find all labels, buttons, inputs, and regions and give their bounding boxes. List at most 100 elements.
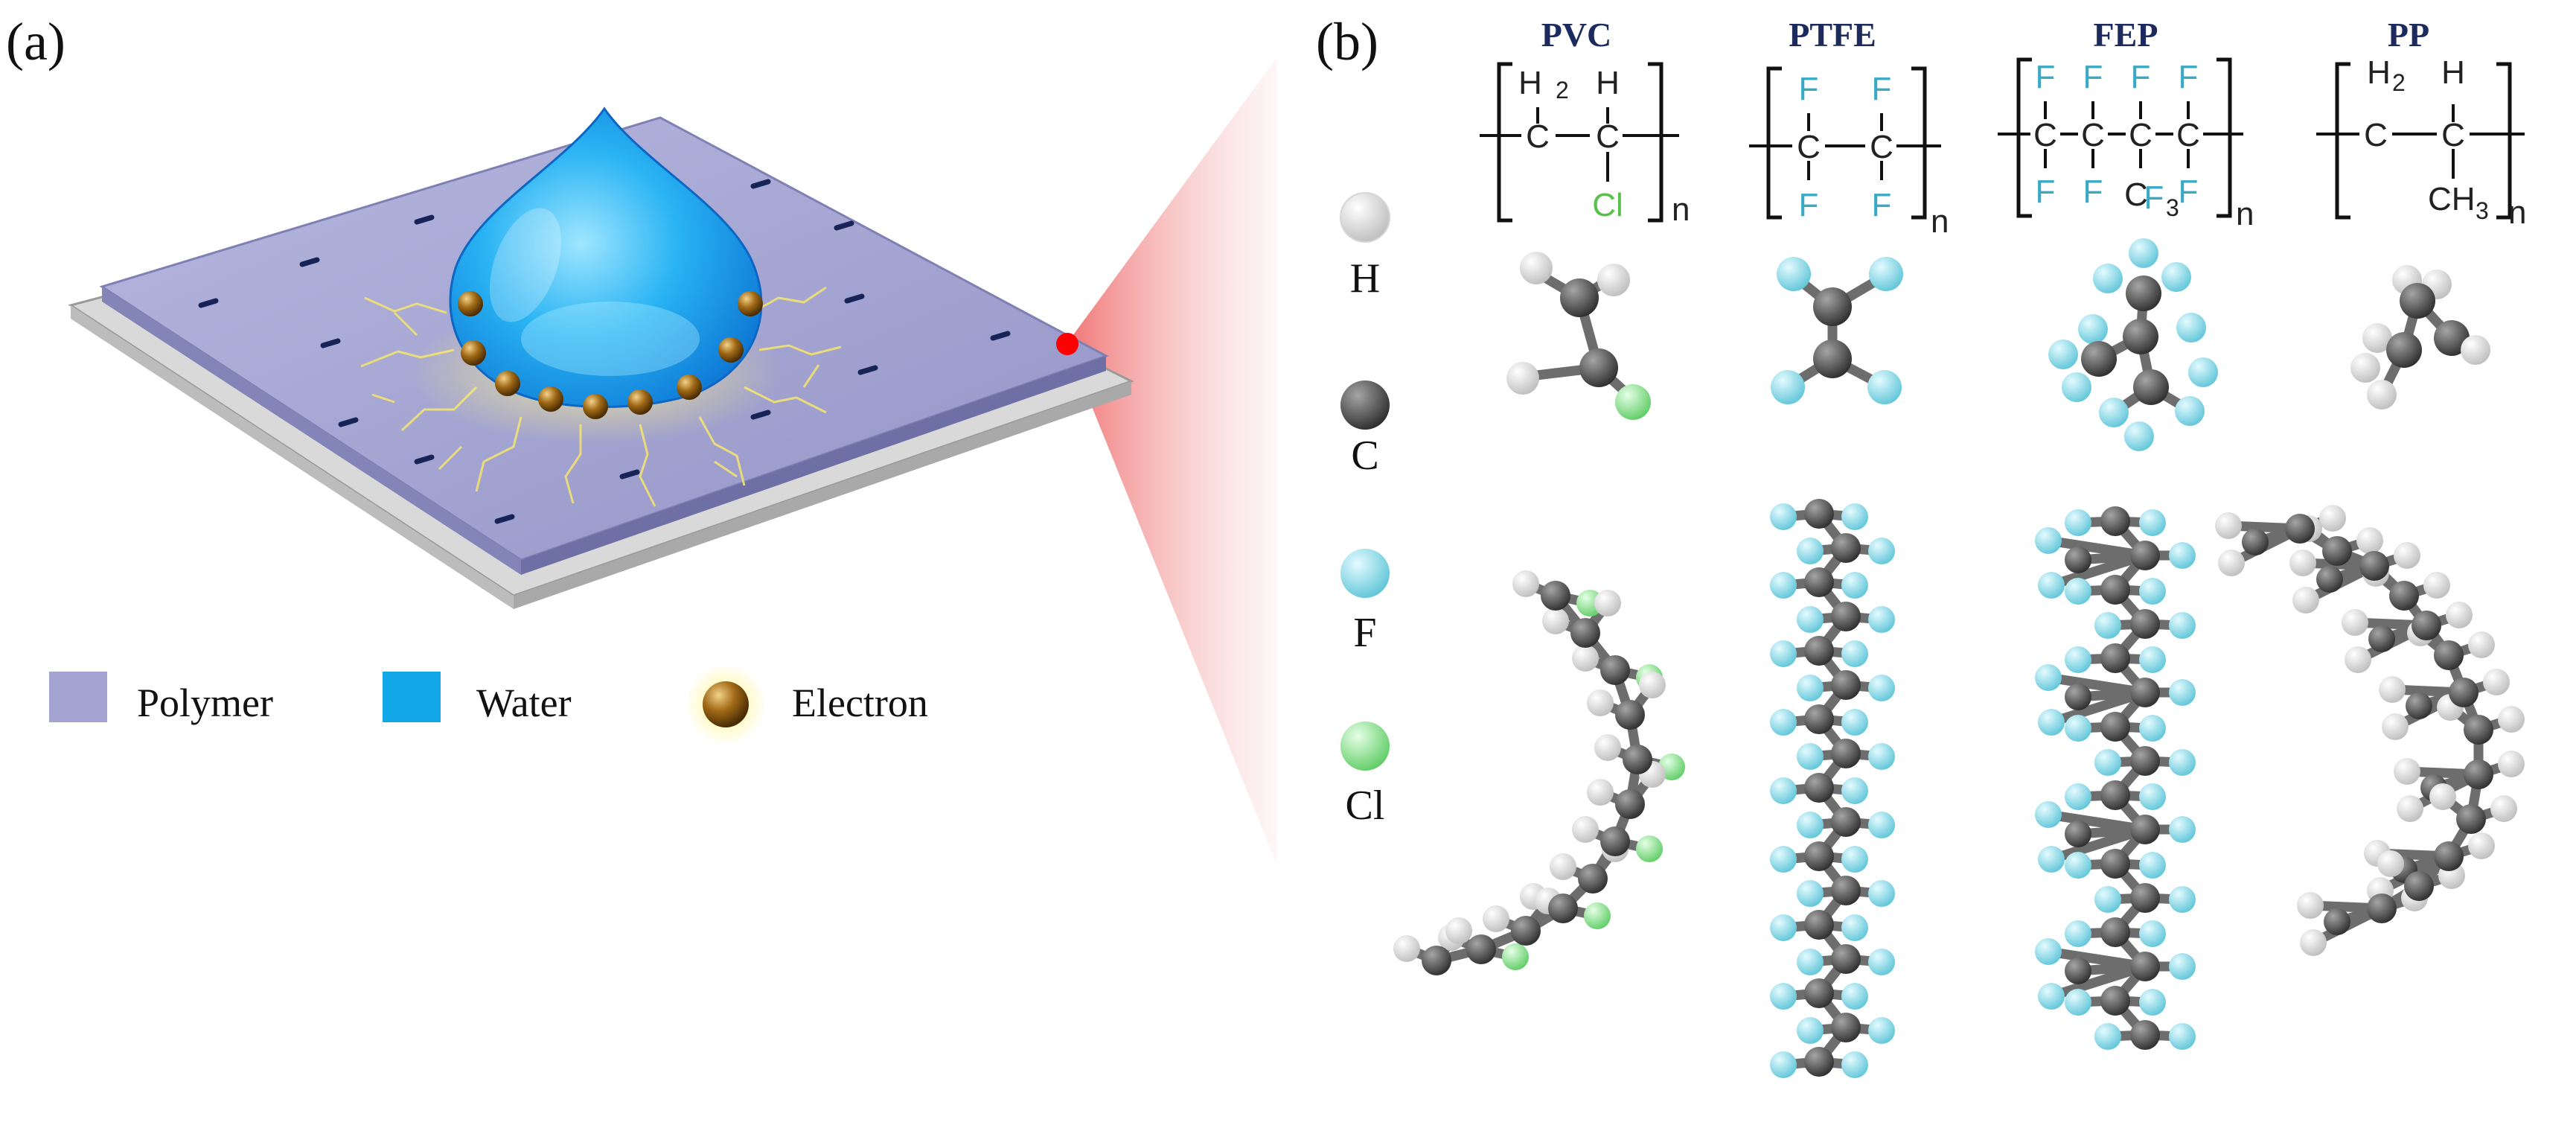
subscript-n: n <box>1931 203 1949 240</box>
chain-carbon <box>1541 581 1570 611</box>
chain-carbon <box>1600 826 1630 856</box>
chain-carbon <box>1600 655 1630 685</box>
chain-atom <box>2169 886 2196 913</box>
atom-h: H <box>1518 65 1542 101</box>
chain-model-ptfe <box>1770 499 1895 1078</box>
atom-c-ball <box>1340 380 1390 430</box>
methyl-group: CH <box>2428 181 2476 217</box>
chain-atom <box>1868 812 1895 838</box>
surface-charges <box>198 179 1011 524</box>
atom-cl-label: Cl <box>1346 783 1385 829</box>
chain-carbon <box>2130 609 2160 639</box>
chain-atom <box>1770 914 1797 941</box>
polymer-name-ptfe: PTFE <box>1789 16 1876 54</box>
chain-atom <box>2345 646 2371 673</box>
chain-atom <box>1572 816 1599 843</box>
atom-cl-ball <box>1340 722 1390 771</box>
atom-f: F <box>2036 59 2056 95</box>
chain-carbon <box>1804 910 1834 940</box>
chain-atom <box>1393 935 1420 962</box>
chain-carbon <box>2130 952 2160 981</box>
chain-atom <box>1797 743 1824 770</box>
chain-atom <box>2038 983 2065 1010</box>
monomer-model-pvc <box>1506 252 1651 420</box>
subscript-n: n <box>1672 191 1690 228</box>
chain-carbon <box>2100 780 2130 810</box>
chain-carbon <box>2100 917 2130 947</box>
chain-carbon <box>2130 678 2160 707</box>
chain-carbon <box>1804 567 1834 597</box>
chain-carbon <box>1548 893 1578 923</box>
legend-polymer-swatch <box>49 672 107 722</box>
chain-atom <box>2242 529 2269 555</box>
chain-atom <box>2406 692 2432 719</box>
atom-c: C <box>2176 117 2200 153</box>
chain-atom <box>2065 509 2091 536</box>
chain-atom <box>2394 542 2420 569</box>
atom-f: F <box>1872 187 1892 223</box>
chain-carbon <box>2404 871 2434 901</box>
chain-model-pvc <box>1393 570 1685 975</box>
chain-atom <box>1587 779 1614 806</box>
chain-atom <box>2065 578 2091 605</box>
atom-f: F <box>2179 59 2199 95</box>
atom-c: C <box>1870 129 1893 165</box>
chain-atom <box>2169 953 2196 980</box>
chain-atom <box>2300 929 2327 956</box>
chain-atom <box>2498 751 2525 777</box>
chain-atom <box>1770 983 1797 1010</box>
legend-electron-label: Electron <box>792 681 928 725</box>
electrons <box>458 291 763 419</box>
chain-atom <box>2139 646 2166 673</box>
subscript-3: 3 <box>2166 194 2179 221</box>
chain-carbon <box>2130 883 2160 913</box>
subscript-n: n <box>2508 194 2526 231</box>
chain-atom <box>2065 684 2091 710</box>
formula-ptfe: C C F F F F n <box>1749 66 1949 240</box>
chain-carbon <box>1831 533 1861 563</box>
chain-carbon <box>2100 986 2130 1016</box>
chain-carbon <box>1831 739 1861 768</box>
formula-fep: C C C C F F F F F F C F 3 F n <box>1998 57 2254 232</box>
panel-a: (a) <box>6 12 1276 864</box>
panel-a-label: (a) <box>6 12 65 71</box>
chain-atom <box>1797 812 1824 838</box>
atom-cl: Cl <box>1592 187 1623 223</box>
chain-atom <box>1770 640 1797 667</box>
chain-carbon <box>2130 746 2160 776</box>
chain-atom <box>2379 676 2406 703</box>
panel-b-label: (b) <box>1316 12 1378 71</box>
chain-atom <box>1797 538 1824 564</box>
chain-carbon <box>1831 1013 1861 1042</box>
chain-carbon <box>2100 643 2130 673</box>
chain-atom <box>2289 550 2316 576</box>
chain-atom <box>1636 835 1663 862</box>
chain-carbon <box>1831 876 1861 905</box>
chain-atom <box>2316 566 2343 593</box>
chain-atom <box>2035 664 2062 691</box>
monomer-model-ptfe <box>1771 257 1903 404</box>
chain-carbon <box>1831 670 1861 700</box>
chain-atom <box>1797 880 1824 907</box>
chain-atom <box>1868 675 1895 701</box>
chain-atom <box>1770 1051 1797 1078</box>
chain-atom <box>2139 920 2166 947</box>
chain-atom <box>1841 709 1868 736</box>
chain-carbon <box>1804 841 1834 871</box>
chain-carbon <box>1466 934 1496 964</box>
chain-atom <box>2446 602 2473 628</box>
chain-atom <box>1868 606 1895 633</box>
chain-atom <box>2468 832 2495 859</box>
chain-atom <box>1868 1017 1895 1044</box>
atom-h-label: H <box>1350 255 1380 302</box>
chain-atom <box>1542 608 1569 634</box>
chain-atom <box>1841 572 1868 599</box>
chain-atom <box>2483 669 2510 695</box>
legend: Polymer Water Electron <box>49 664 928 745</box>
atom-c: C <box>2364 117 2388 153</box>
chain-atom <box>2065 989 2091 1016</box>
monomer-model-fep <box>2048 238 2218 451</box>
atom-f: F <box>2083 173 2103 210</box>
chain-carbon <box>2367 893 2397 923</box>
